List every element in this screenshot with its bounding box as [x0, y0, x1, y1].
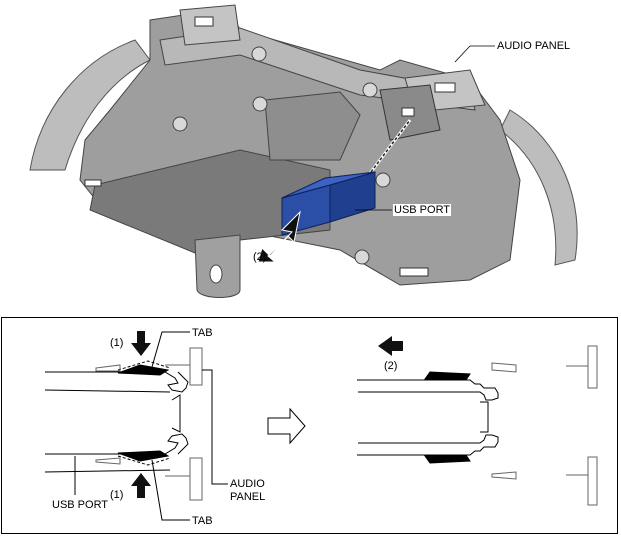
label-step-2-after: (2) — [384, 360, 398, 372]
tab-top — [117, 364, 170, 376]
usb-port-body-bottom-after — [357, 434, 499, 456]
tab-bottom-leader — [151, 459, 190, 521]
label-step-1-bottom: (1) — [110, 489, 124, 501]
audio-panel-wall-top — [165, 347, 203, 386]
usb-port-body-top-after — [357, 379, 499, 401]
callout-audio-panel: AUDIO PANEL — [497, 40, 571, 52]
usb-port-body-bottom — [44, 433, 189, 473]
floor-slot — [84, 179, 102, 187]
removal-arrow-icon — [257, 210, 301, 263]
bolt — [354, 249, 370, 265]
audio-panel-retainer-top-after — [491, 362, 517, 373]
bolt — [252, 96, 268, 112]
audio-panel-leader — [202, 369, 228, 485]
bolt — [172, 116, 188, 132]
usb-port-body-top — [44, 371, 189, 393]
label-usb-port: USB PORT — [52, 499, 109, 511]
callout-usb-port: USB PORT — [393, 204, 452, 216]
right-wing — [499, 109, 578, 266]
right-outline-arrow-icon — [267, 407, 306, 445]
bolt — [251, 46, 267, 62]
bolt — [362, 82, 378, 98]
audio-panel-retainer-top — [95, 364, 121, 372]
label-audio-panel-line1: AUDIO — [230, 478, 265, 490]
label-tab-bottom: TAB — [192, 515, 213, 527]
top-tab-left-slot — [194, 16, 214, 27]
audio-panel-retainer-bottom-after — [491, 471, 517, 480]
tab-top-leader — [151, 331, 190, 368]
audio-panel-wall-bottom-after — [566, 456, 598, 506]
push-up-arrow-icon — [131, 473, 151, 498]
usb-port-end-face — [171, 394, 181, 433]
bolt — [375, 172, 391, 188]
callout-step-2: (2) — [253, 251, 267, 263]
panel-floor — [89, 149, 331, 256]
audio-panel-leader — [454, 45, 495, 63]
tab-bottom — [117, 450, 170, 462]
usb-port-top-face — [281, 171, 376, 199]
label-audio-panel-line2: PANEL — [230, 491, 266, 503]
connector-slot — [401, 107, 415, 117]
floor-slot — [399, 267, 429, 277]
tab-bottom-deflected — [117, 455, 171, 466]
detail-panel — [1, 317, 618, 534]
pull-left-arrow-icon — [378, 336, 403, 356]
tab-top-after — [424, 371, 471, 381]
audio-panel-wall-top-after — [566, 345, 598, 389]
audio-panel-retainer-bottom — [95, 457, 121, 465]
audio-panel-wall-bottom — [165, 457, 203, 501]
label-step-1-top: (1) — [110, 337, 124, 349]
tab-top-deflected — [117, 360, 171, 371]
bracket-hole — [209, 264, 223, 284]
audio-panel-illustration — [29, 4, 578, 298]
top-tab-right-slot — [434, 82, 456, 93]
center-block — [264, 91, 361, 161]
push-down-arrow-icon — [131, 331, 151, 356]
bolts — [172, 46, 391, 265]
tab-bottom-after — [424, 454, 471, 464]
label-tab-top: TAB — [192, 327, 213, 339]
usb-port-end-face-after — [480, 401, 489, 433]
left-wing — [29, 39, 151, 171]
